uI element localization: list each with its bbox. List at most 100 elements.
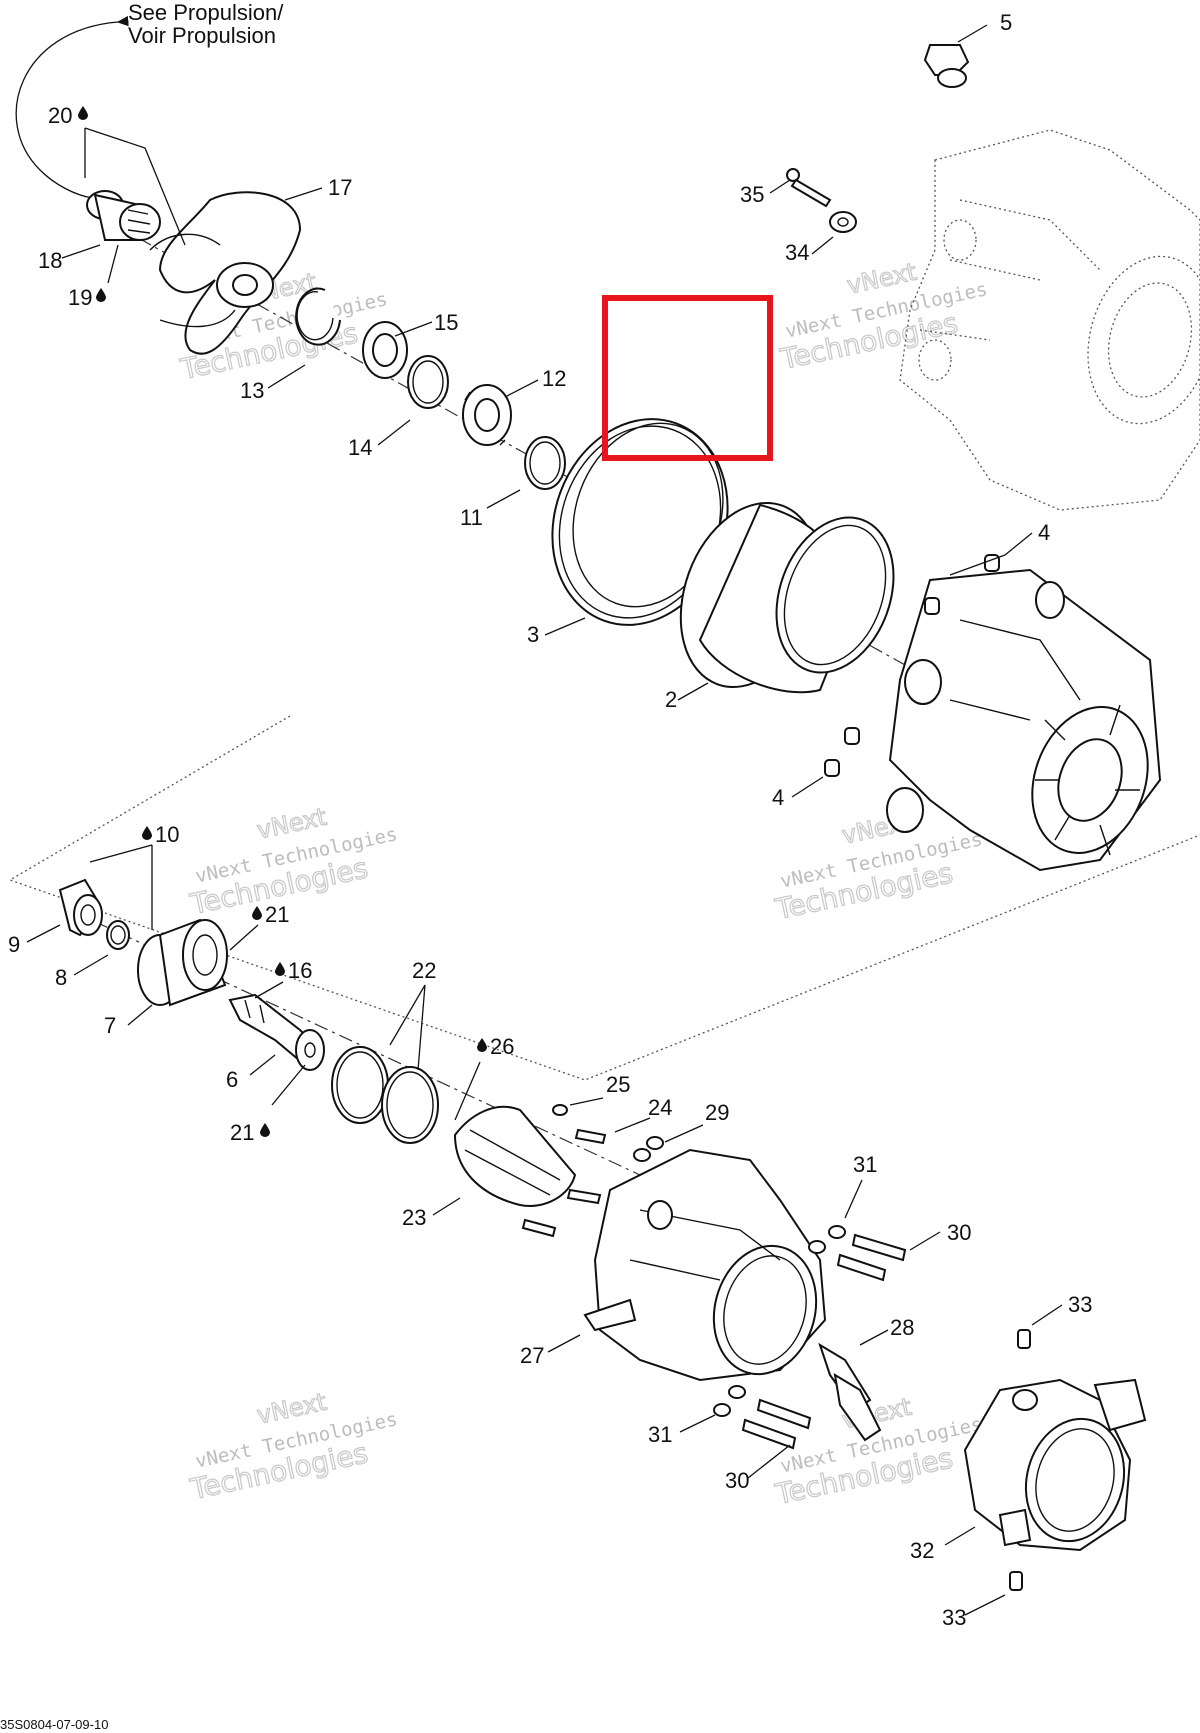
svg-text:5: 5 xyxy=(1000,10,1012,35)
svg-text:28: 28 xyxy=(890,1315,914,1340)
svg-text:8: 8 xyxy=(55,965,67,990)
screws-25-24 xyxy=(521,1104,607,1238)
callout-21-upper: 21 xyxy=(252,902,289,927)
callout-8: 8 xyxy=(55,965,67,990)
svg-text:35: 35 xyxy=(740,182,764,207)
callout-4-upper: 4 xyxy=(1038,520,1050,545)
callout-33-upper: 33 xyxy=(1068,1292,1092,1317)
svg-text:20: 20 xyxy=(48,103,72,128)
svg-text:25: 25 xyxy=(606,1072,630,1097)
circlip-part xyxy=(295,287,341,346)
screw-part-35 xyxy=(786,168,832,208)
wear-sleeve-part xyxy=(86,190,161,241)
callout-3: 3 xyxy=(527,622,539,647)
svg-text:33: 33 xyxy=(1068,1292,1092,1317)
callout-18: 18 xyxy=(38,248,62,273)
svg-text:24: 24 xyxy=(648,1095,672,1120)
callout-34: 34 xyxy=(785,240,809,265)
watermark-3: vNext vNext Technologies Technologies xyxy=(186,802,399,922)
callout-15: 15 xyxy=(434,310,458,335)
svg-text:vNext: vNext xyxy=(845,258,919,300)
svg-text:3: 3 xyxy=(527,622,539,647)
svg-text:11: 11 xyxy=(460,505,483,530)
nozzle-housing-part-27 xyxy=(583,1148,827,1382)
callout-10: 10 xyxy=(142,822,179,847)
watermarks: vNext vNext Technologies Technologies vN… xyxy=(176,257,989,1512)
callout-13: 13 xyxy=(240,378,264,403)
reference-note-line-2: Voir Propulsion xyxy=(128,23,276,48)
bearing-part-7 xyxy=(137,918,228,1007)
svg-text:4: 4 xyxy=(772,785,784,810)
callout-7: 7 xyxy=(104,1013,116,1038)
svg-text:34: 34 xyxy=(785,240,809,265)
svg-text:9: 9 xyxy=(8,932,20,957)
callout-6: 6 xyxy=(226,1067,238,1092)
cone-part-23 xyxy=(453,1105,577,1207)
callout-19: 19 xyxy=(68,285,106,310)
svg-text:vNext: vNext xyxy=(255,1388,329,1430)
o-ring-11 xyxy=(524,436,566,490)
svg-text:16: 16 xyxy=(288,958,312,983)
callout-31-lower: 31 xyxy=(648,1422,672,1447)
callout-2: 2 xyxy=(665,687,677,712)
svg-text:4: 4 xyxy=(1038,520,1050,545)
callout-32: 32 xyxy=(910,1538,934,1563)
svg-text:vNext: vNext xyxy=(255,803,329,845)
bolts-30-31 xyxy=(713,1225,907,1450)
reference-note-line-1: See Propulsion/ xyxy=(128,0,284,25)
callout-9: 9 xyxy=(8,932,20,957)
svg-text:22: 22 xyxy=(412,958,436,983)
svg-text:18: 18 xyxy=(38,248,62,273)
steering-nozzle-part-32 xyxy=(963,1378,1147,1552)
svg-text:19: 19 xyxy=(68,285,92,310)
highlight-box xyxy=(602,295,773,461)
callout-5: 5 xyxy=(1000,10,1012,35)
callout-16: 16 xyxy=(275,958,312,983)
svg-text:31: 31 xyxy=(648,1422,672,1447)
svg-text:29: 29 xyxy=(705,1100,729,1125)
callout-29: 29 xyxy=(705,1100,729,1125)
svg-text:12: 12 xyxy=(542,366,566,391)
sleeves-28 xyxy=(818,1342,882,1442)
drawing-code: 35S0804-07-09-10 xyxy=(0,1717,108,1732)
svg-text:23: 23 xyxy=(402,1205,426,1230)
washers-29 xyxy=(633,1136,664,1162)
svg-text:26: 26 xyxy=(490,1034,514,1059)
callout-12: 12 xyxy=(542,366,566,391)
svg-text:17: 17 xyxy=(328,175,352,200)
callout-22: 22 xyxy=(412,958,436,983)
wear-ring-part-2 xyxy=(679,502,895,694)
callout-26: 26 xyxy=(477,1034,514,1059)
callout-17: 17 xyxy=(328,175,352,200)
svg-text:31: 31 xyxy=(853,1152,877,1177)
seal-part-15 xyxy=(362,321,408,379)
callout-31-upper: 31 xyxy=(853,1152,877,1177)
plug-part-5 xyxy=(923,44,970,88)
shaft-part-6 xyxy=(228,993,325,1071)
callout-25: 25 xyxy=(606,1072,630,1097)
callout-30-upper: 30 xyxy=(947,1220,971,1245)
callout-33-lower: 33 xyxy=(942,1605,966,1630)
impeller-part xyxy=(149,191,302,355)
svg-text:13: 13 xyxy=(240,378,264,403)
callout-30-lower: 30 xyxy=(725,1468,749,1493)
callout-14: 14 xyxy=(348,435,372,460)
svg-text:21: 21 xyxy=(230,1120,254,1145)
svg-text:33: 33 xyxy=(942,1605,966,1630)
ring-part-3 xyxy=(551,418,729,626)
washer-part-34 xyxy=(829,211,857,233)
svg-text:30: 30 xyxy=(947,1220,971,1245)
callout-20: 20 xyxy=(48,103,88,128)
reference-note: See Propulsion/ Voir Propulsion xyxy=(15,0,284,199)
svg-text:21: 21 xyxy=(265,902,289,927)
callout-35: 35 xyxy=(740,182,764,207)
screws-33 xyxy=(1009,1329,1031,1591)
seal-part-12 xyxy=(462,384,512,446)
svg-text:15: 15 xyxy=(434,310,458,335)
pump-housing-part xyxy=(886,568,1162,872)
watermark-6: vNext vNext Technologies Technologies xyxy=(771,1392,984,1512)
o-rings-22 xyxy=(331,1046,439,1144)
callout-28: 28 xyxy=(890,1315,914,1340)
bushing-part-9 xyxy=(58,878,103,937)
